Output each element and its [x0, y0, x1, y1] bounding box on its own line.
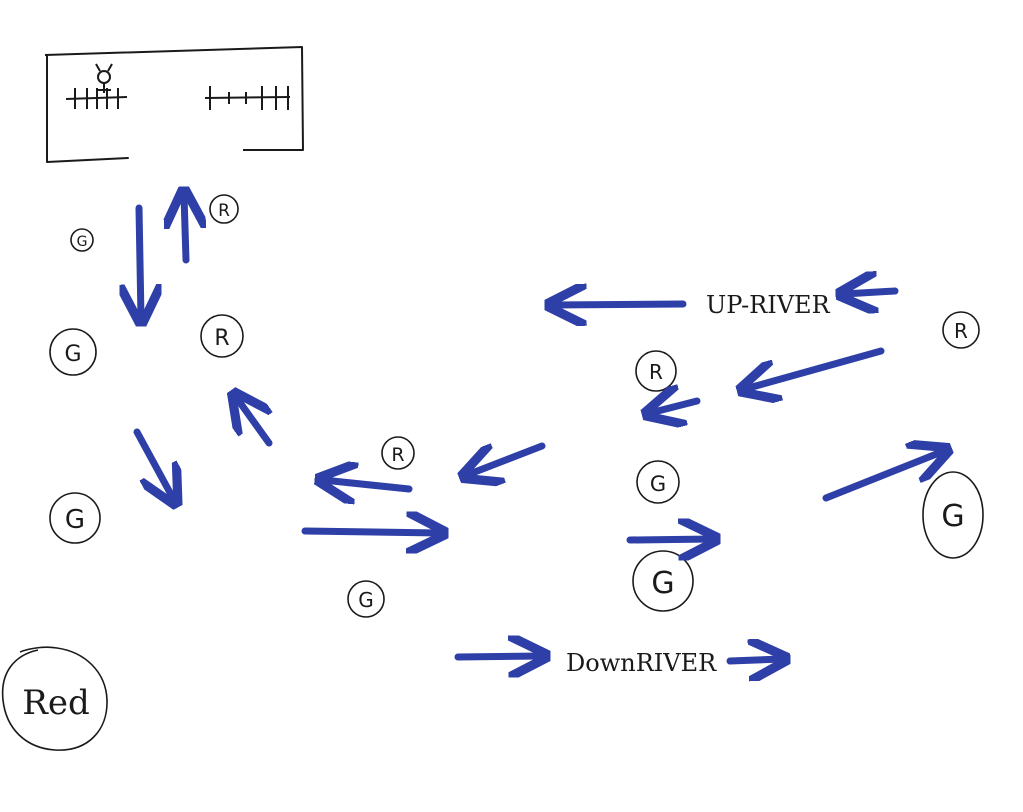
route-arrows [137, 195, 944, 661]
buoy-green-4: G [347, 580, 385, 618]
arrow-left-4 [844, 291, 899, 294]
buoy-green-3: G [49, 492, 101, 544]
buoy-red-5: R [942, 311, 980, 349]
arrow-right-4 [726, 659, 782, 661]
buoy-green-2: G [49, 328, 97, 376]
dock-box [44, 46, 304, 163]
buoy-label: R [218, 201, 230, 221]
buoy-green-1: G [70, 228, 94, 252]
legend-label: Red [22, 683, 90, 723]
buoy-label: G [651, 566, 674, 601]
arrow-left-3 [553, 304, 687, 305]
downriver-label: DownRIVER [566, 649, 717, 677]
arrow-right-3 [454, 656, 542, 657]
buoy-green-5: G [636, 460, 680, 504]
arrow-right-1 [301, 531, 440, 533]
arrow-up-right-1 [822, 451, 944, 502]
buoy-label: R [954, 319, 968, 343]
buoy-label: G [65, 505, 85, 535]
arrow-down-2 [133, 428, 174, 500]
arrow-up-2 [236, 397, 269, 447]
arrow-down-1 [139, 204, 141, 318]
arrow-left-2 [467, 442, 546, 475]
buoy-red-3: R [381, 436, 415, 470]
right-pier-icon [204, 86, 291, 110]
buoy-label: G [77, 234, 88, 250]
arrow-right-2 [626, 539, 712, 540]
buoy-label: G [941, 499, 964, 534]
arrow-left-6 [650, 401, 701, 413]
upriver-label: UP-RIVER [706, 291, 831, 319]
buoy-label: R [649, 360, 663, 384]
buoy-label: G [650, 472, 666, 496]
left-pier-icon [65, 88, 128, 109]
buoy-red-2: R [200, 314, 244, 358]
buoy-red-4: R [635, 350, 677, 392]
buoy-green-6: G [632, 550, 694, 612]
arrow-left-5 [745, 347, 885, 389]
buoy-green-7: G [922, 471, 984, 559]
arrow-up-1 [184, 195, 186, 264]
arrow-left-1 [323, 480, 413, 489]
person-icon [95, 63, 113, 93]
buoy-label: G [64, 342, 81, 367]
buoy-label: R [214, 326, 229, 351]
legend-red: Red [1, 646, 108, 751]
buoy-label: G [358, 588, 374, 612]
buoys: G R G R G R G R [1, 194, 984, 751]
buoy-red-1: R [209, 194, 239, 224]
buoy-label: R [391, 444, 404, 466]
